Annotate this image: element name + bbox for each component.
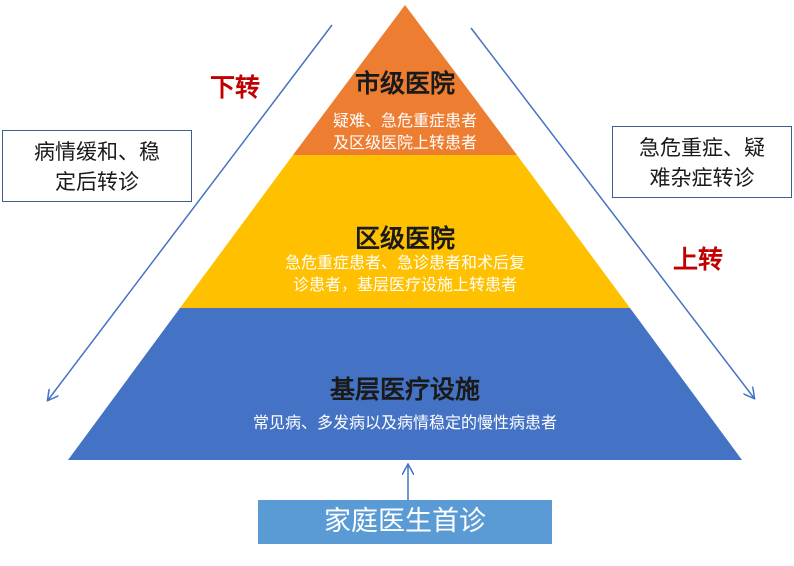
tier-top-desc-line2: 及区级医院上转患者 <box>332 133 477 152</box>
tier-top-shape <box>293 5 517 155</box>
downward-referral-line1: 病情缓和、稳 <box>34 140 160 164</box>
tier-top-desc-line1: 疑难、急危重症患者 <box>332 111 477 130</box>
tier-top-title: 市级医院 <box>354 69 455 98</box>
tier-bottom-desc: 常见病、多发病以及病情稳定的慢性病患者 <box>252 413 557 432</box>
family-doctor-entry-box: 家庭医生首诊 <box>258 500 552 544</box>
tier-middle-desc-line2: 诊患者，基层医疗设施上转患者 <box>292 275 517 294</box>
down-arrow <box>48 24 333 400</box>
tier-bottom-title: 基层医疗设施 <box>329 375 480 404</box>
upward-referral-line1: 急危重症、疑 <box>639 136 765 160</box>
downward-referral-line2: 定后转诊 <box>55 170 139 194</box>
upward-referral-line2: 难杂症转诊 <box>649 166 755 190</box>
tier-middle-title: 区级医院 <box>354 224 455 253</box>
tier-bottom-shape <box>68 308 742 460</box>
tier-middle-shape <box>180 155 630 308</box>
up-referral-label: 上转 <box>673 245 724 274</box>
upward-referral-box: 急危重症、疑 难杂症转诊 <box>612 126 792 198</box>
up-arrow <box>470 27 754 398</box>
tier-middle-desc-line1: 急危重症患者、急诊患者和术后复 <box>284 253 525 272</box>
downward-referral-box: 病情缓和、稳 定后转诊 <box>2 130 192 202</box>
down-referral-label: 下转 <box>210 73 261 102</box>
